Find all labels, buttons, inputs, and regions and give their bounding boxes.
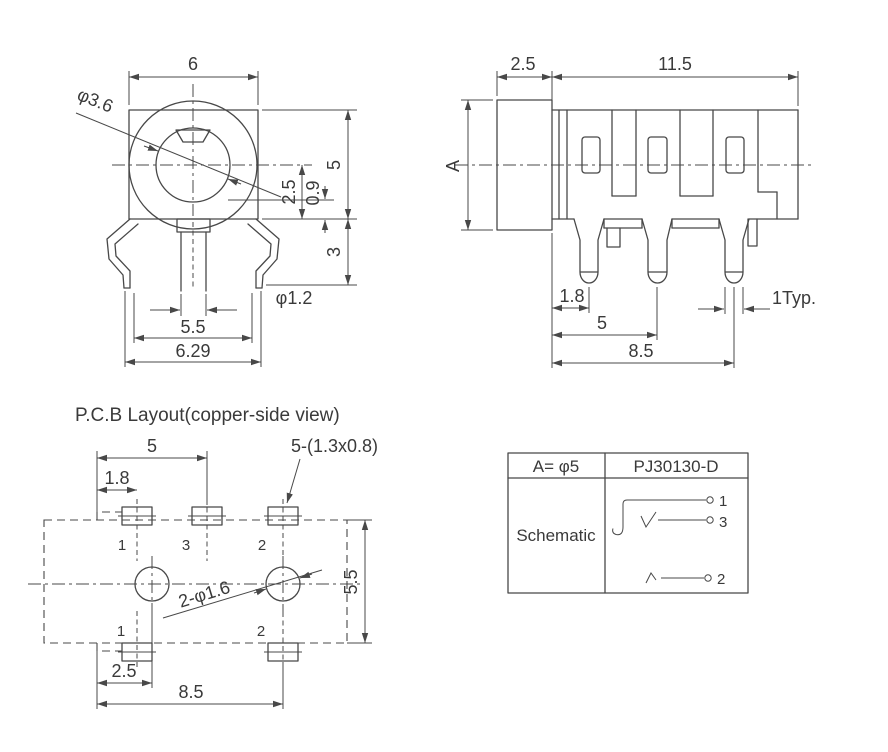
front-dim-center-to-base: 2.5 [279, 165, 306, 219]
front-keyway-notch [175, 129, 211, 143]
jack-schematic-symbol: 1 3 2 [612, 493, 727, 588]
spec-table-border [507, 452, 749, 594]
svg-text:1Typ.: 1Typ. [772, 288, 816, 308]
pcb-hole-1 [134, 566, 170, 602]
svg-text:5.5: 5.5 [180, 317, 205, 337]
svg-text:5.5: 5.5 [341, 569, 361, 594]
side-pin-2 [641, 218, 673, 284]
front-right-leg [247, 218, 280, 289]
svg-text:1.8: 1.8 [104, 468, 129, 488]
pcb-pads [118, 506, 302, 662]
spec-table: A= φ5 PJ30130-D Schematic 1 3 2 [507, 452, 749, 594]
pcb-dim-holes: 2-φ1.6 [162, 569, 323, 619]
svg-text:φ1.2: φ1.2 [276, 288, 313, 308]
svg-text:5: 5 [324, 160, 344, 170]
side-body-outline [551, 109, 799, 248]
side-dim-body-length: 11.5 [552, 54, 799, 106]
side-window-3 [725, 136, 745, 174]
svg-text:5: 5 [597, 313, 607, 333]
pcb-layout-title: P.C.B Layout(copper-side view) [75, 405, 340, 426]
side-window-2 [647, 136, 668, 174]
pcb-pad-label: 2 [257, 623, 265, 640]
svg-text:1.8: 1.8 [559, 286, 584, 306]
pcb-pad-label: 1 [117, 623, 125, 640]
terminal-label: 2 [717, 571, 725, 588]
pcb-dim-pad-size: 5-(1.3x0.8) [286, 436, 378, 504]
pcb-body-outline [43, 519, 348, 644]
side-dim-barrel-length: 2.5 [496, 54, 553, 106]
pcb-dim-pad1-offset: 1.8 [97, 468, 137, 494]
spec-part-number: PJ30130-D [633, 457, 718, 476]
front-view: 6 φ3.6 5 2.5 0.9 [74, 54, 357, 367]
pcb-dim-pad-pitch: 5 [96, 436, 208, 519]
side-dim-barrel-dia: A [443, 99, 493, 231]
svg-text:2.5: 2.5 [111, 661, 136, 681]
svg-text:0.9: 0.9 [303, 180, 323, 205]
pcb-layout-view: P.C.B Layout(copper-side view) 1 3 2 [28, 405, 378, 709]
terminal-label: 1 [719, 493, 727, 510]
front-dim-pin-dia: φ1.2 [150, 288, 312, 316]
front-dim-overall-width: 6.29 [124, 291, 262, 367]
front-dim-leg-span: 5.5 [133, 293, 253, 343]
svg-text:8.5: 8.5 [178, 682, 203, 702]
pcb-pad-label: 1 [118, 537, 126, 554]
front-dim-height: 5 [262, 109, 357, 220]
front-dim-leg-length: 3 [266, 219, 357, 286]
terminal-label: 3 [719, 514, 727, 531]
side-view: 2.5 11.5 A 1.8 5 8.5 [443, 54, 816, 368]
spec-a-value: A= φ5 [533, 457, 579, 476]
svg-text:8.5: 8.5 [628, 341, 653, 361]
svg-text:2-φ1.6: 2-φ1.6 [176, 577, 232, 612]
pcb-dim-hole1-offset: 2.5 [96, 603, 153, 709]
front-dim-ring-step: 0.9 [228, 180, 334, 233]
svg-text:2.5: 2.5 [510, 54, 535, 74]
side-dim-pin1-offset: 1.8 [551, 233, 590, 368]
svg-text:6: 6 [188, 54, 198, 74]
pcb-pad-label: 2 [258, 537, 266, 554]
svg-text:11.5: 11.5 [658, 54, 692, 74]
pcb-dim-body-depth: 5.5 [341, 519, 372, 644]
side-dim-pin3-offset: 8.5 [552, 287, 735, 368]
svg-text:A: A [443, 160, 463, 172]
side-dim-pin-width: 1Typ. [698, 287, 816, 314]
svg-text:5: 5 [147, 436, 157, 456]
svg-text:5-(1.3x0.8): 5-(1.3x0.8) [291, 436, 378, 456]
front-dim-top-width: 6 [128, 54, 259, 105]
front-dim-bushing-dia: φ3.6 [74, 84, 282, 198]
side-dim-pin2-offset: 5 [552, 287, 658, 340]
pcb-hole-2 [265, 566, 301, 602]
svg-text:6.29: 6.29 [175, 341, 210, 361]
front-left-leg [106, 218, 139, 289]
pcb-dim-hole2-offset: 8.5 [97, 662, 284, 709]
side-window-1 [581, 136, 601, 174]
side-pin-1 [573, 218, 605, 284]
side-pin-3 [718, 218, 750, 284]
svg-text:φ3.6: φ3.6 [74, 84, 116, 116]
pcb-pad-label: 3 [182, 537, 190, 554]
svg-text:3: 3 [324, 247, 344, 257]
svg-text:2.5: 2.5 [279, 179, 299, 204]
spec-row-label: Schematic [516, 526, 596, 545]
